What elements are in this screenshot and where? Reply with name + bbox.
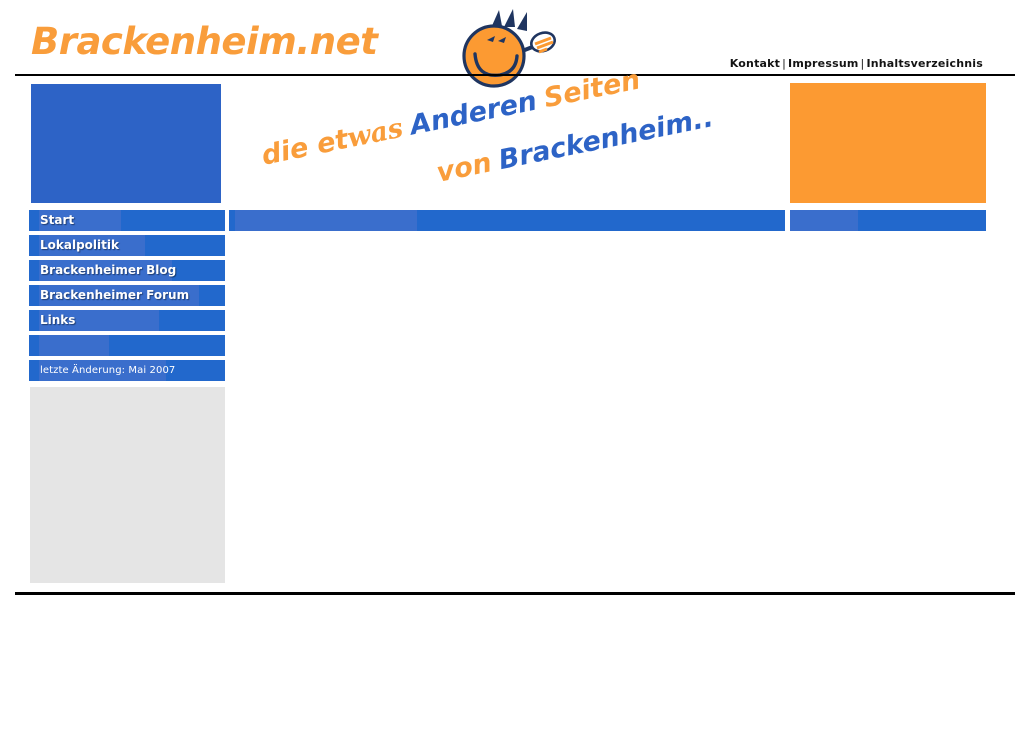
sidebar-item-highlight xyxy=(39,235,145,256)
top-left-blue-block xyxy=(31,84,221,203)
sidebar-item-label: Links xyxy=(40,313,76,327)
sidebar-item-label: Brackenheimer Forum xyxy=(40,288,190,302)
top-right-orange-block xyxy=(790,83,986,203)
tagline-line-2: vonBrackenheim.. xyxy=(434,102,716,188)
header-links: Kontakt|Impressum|Inhaltsverzeichnis xyxy=(730,57,983,70)
site-logo[interactable]: Brackenheim.net xyxy=(31,20,378,63)
header-link-inhaltsverzeichnis[interactable]: Inhaltsverzeichnis xyxy=(866,57,983,70)
sidebar-item-label: Lokalpolitik xyxy=(40,238,119,252)
header-link-impressum[interactable]: Impressum xyxy=(788,57,859,70)
header-divider xyxy=(15,74,1015,76)
footer-divider xyxy=(15,592,1015,595)
sidebar-item-empty[interactable] xyxy=(29,335,225,356)
header-link-kontakt[interactable]: Kontakt xyxy=(729,57,781,70)
header-link-separator-2: | xyxy=(860,57,865,70)
sidebar-item-highlight xyxy=(39,335,109,356)
sidebar-item-start[interactable]: Start xyxy=(29,210,225,231)
sidebar-item-highlight xyxy=(39,210,121,231)
sidebar-item-links[interactable]: Links xyxy=(29,310,225,331)
sidebar-last-modified: letzte Änderung: Mai 2007 xyxy=(29,360,225,381)
sidebar-right-heading-bar[interactable] xyxy=(790,210,986,231)
content-heading-highlight xyxy=(235,210,417,231)
content-heading-bar[interactable] xyxy=(229,210,785,231)
sidebar-item-label: Start xyxy=(40,213,75,227)
tagline-von: von xyxy=(433,147,495,189)
header-link-separator-1: | xyxy=(782,57,787,70)
last-modified-label: letzte Änderung: Mai 2007 xyxy=(40,365,176,376)
tagline-die-et: die et xyxy=(258,123,351,172)
tagline-anderen: Anderen xyxy=(407,85,540,142)
sidebar-item-brackenheimer-forum[interactable]: Brackenheimer Forum xyxy=(29,285,225,306)
site-tagline: die etwasAnderenSeiten vonBrackenheim.. xyxy=(252,64,722,188)
sidebar-item-brackenheimer-blog[interactable]: Brackenheimer Blog xyxy=(29,260,225,281)
tagline-was: was xyxy=(344,112,406,155)
sidebar-right-heading-highlight xyxy=(790,210,858,231)
sidebar-navigation: Start Lokalpolitik Brackenheimer Blog Br… xyxy=(29,210,225,385)
sidebar-item-highlight xyxy=(39,360,166,381)
left-gray-panel xyxy=(30,387,225,583)
sidebar-item-highlight xyxy=(39,310,159,331)
sidebar-item-label: Brackenheimer Blog xyxy=(40,263,177,277)
sidebar-item-highlight xyxy=(39,260,172,281)
sidebar-item-highlight xyxy=(39,285,199,306)
site-header: Brackenheim.net xyxy=(0,0,1015,88)
sidebar-item-lokalpolitik[interactable]: Lokalpolitik xyxy=(29,235,225,256)
tagline-brackenheim: Brackenheim.. xyxy=(496,102,716,177)
